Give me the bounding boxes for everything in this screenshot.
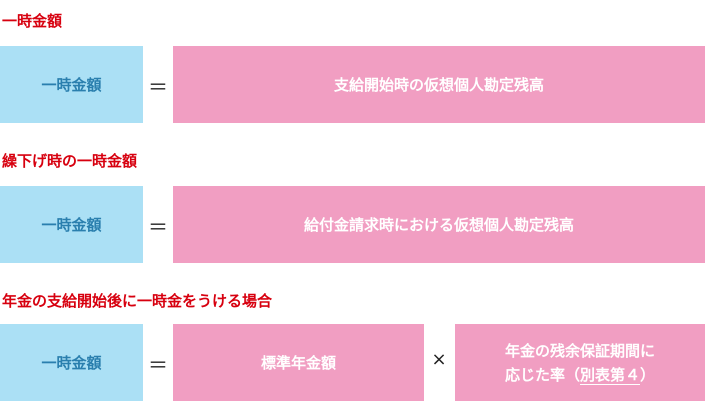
section-heading: 年金の支給開始後に一時金をうける場合 [2, 292, 273, 310]
section-heading: 一時金額 [2, 12, 63, 30]
rate-paren: ） [640, 365, 656, 384]
standard-pension-box: 標準年金額 [173, 324, 424, 401]
equals-sign: ＝ [148, 353, 168, 377]
formula-box: 支給開始時の仮想個人勘定残高 [173, 46, 705, 123]
formula-box: 給付金請求時における仮想個人勘定残高 [173, 186, 705, 263]
section-heading: 繰下げ時の一時金額 [2, 152, 138, 170]
lump-sum-box: 一時金額 [0, 46, 143, 123]
lump-sum-box: 一時金額 [0, 324, 143, 401]
equals-sign: ＝ [148, 215, 168, 239]
multiply-sign: × [431, 349, 447, 370]
table-4-link[interactable]: 別表第４ [579, 365, 640, 385]
rate-text: 応じた率（ [504, 365, 580, 384]
equals-sign: ＝ [148, 75, 168, 99]
rate-line-1: 年金の残余保証期間に [504, 341, 655, 360]
rate-line-2: 応じた率（別表第４） [505, 363, 655, 387]
rate-box: 年金の残余保証期間に 応じた率（別表第４） [455, 324, 705, 401]
lump-sum-box: 一時金額 [0, 186, 143, 263]
